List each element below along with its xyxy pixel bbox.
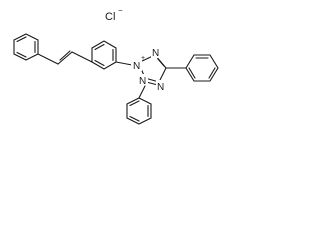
phenylene-ring bbox=[91, 40, 117, 70]
chloride-charge: − bbox=[118, 6, 123, 15]
n-lower-left-label: N bbox=[139, 76, 146, 87]
n-upper-label: N bbox=[152, 48, 159, 59]
left-phenyl-ring bbox=[13, 33, 39, 61]
chloride-symbol: Cl bbox=[105, 11, 115, 23]
chemical-structure-diagram: Cl − N + N N N bbox=[0, 0, 234, 137]
structure-svg: Cl − N + N N N bbox=[13, 6, 219, 125]
phenylene-n-bond bbox=[115, 61, 133, 66]
right-phenyl-ring bbox=[185, 54, 219, 82]
n-cation-label: N bbox=[133, 61, 140, 72]
n-lower-right-label: N bbox=[157, 82, 164, 93]
vinyl-linker bbox=[37, 50, 93, 65]
bottom-phenyl-ring bbox=[126, 97, 152, 125]
n-cation-charge: + bbox=[141, 55, 145, 62]
tetrazole-bottom-phenyl-bond bbox=[138, 85, 146, 99]
